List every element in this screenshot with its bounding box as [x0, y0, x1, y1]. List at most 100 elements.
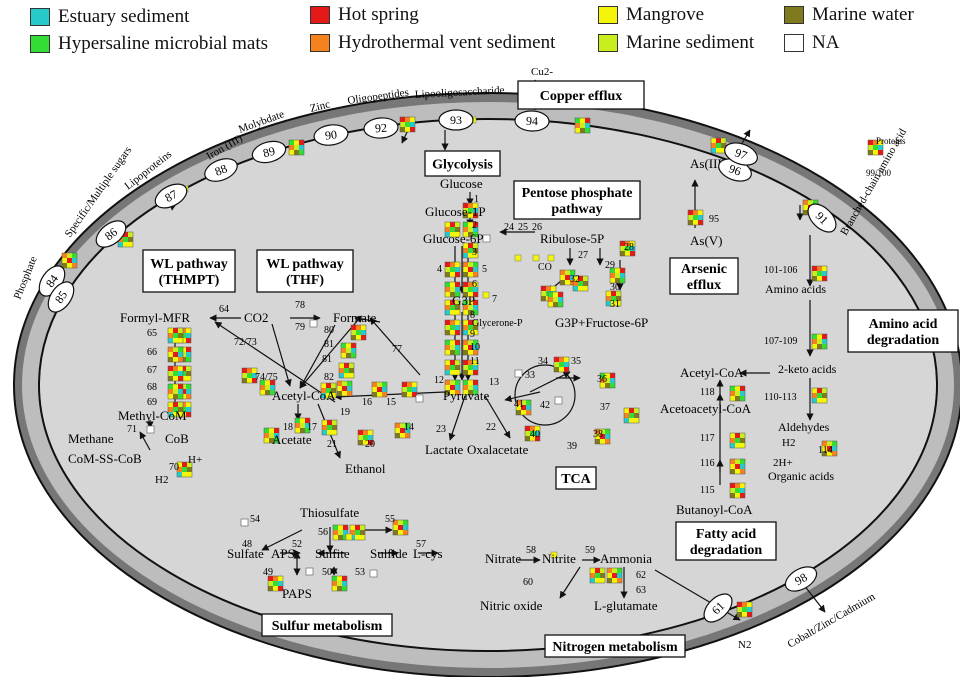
abundance-tile	[444, 281, 461, 298]
abundance-tile	[350, 324, 367, 341]
transporter-number: 88	[213, 161, 229, 178]
transporter-98: 98	[784, 566, 818, 592]
metabolite-methane: Methane	[68, 431, 114, 446]
transporter-number: 94	[526, 114, 538, 128]
abundance-tile	[515, 399, 532, 416]
step-7: 7	[492, 294, 497, 305]
step-64: 64	[219, 304, 229, 315]
abundance-tile	[444, 221, 461, 238]
legend-label: Estuary sediment	[58, 6, 190, 27]
step-35: 35	[571, 356, 581, 367]
abundance-tile	[336, 380, 353, 397]
abundance-tile	[524, 425, 541, 442]
abundance-tile	[811, 265, 828, 282]
step-66: 66	[147, 347, 157, 358]
metabolite-proteins: Proteins	[876, 136, 906, 146]
metabolite-paps: PAPS	[282, 586, 312, 601]
metabolite-thiosulfate: Thiosulfate	[300, 505, 359, 520]
reaction-arrow	[504, 391, 541, 403]
abundance-tile	[167, 346, 184, 363]
step-81: 81	[324, 339, 334, 350]
step-67: 67	[147, 365, 157, 376]
step-118: 118	[700, 387, 715, 398]
step-25: 25	[518, 222, 528, 233]
copper-efflux-box-label: Copper efflux	[540, 89, 623, 104]
metabolite-butanoyl: Butanoyl-CoA	[676, 502, 753, 517]
abundance-tile	[338, 362, 355, 379]
abundance-tile	[482, 291, 490, 299]
step-20: 20	[365, 439, 375, 450]
abundance-tile	[444, 339, 461, 356]
step-39: 39	[567, 441, 577, 452]
abundance-tile	[514, 254, 522, 262]
step-58: 58	[526, 545, 536, 556]
transporter-label: Phosphate	[12, 255, 40, 302]
transporter-97: 97	[724, 142, 758, 166]
metabolite-g3p: G3P	[452, 293, 475, 308]
reaction-arrow	[271, 323, 292, 387]
metabolite-h2b: H2	[782, 437, 795, 449]
legend-swatch	[598, 6, 618, 24]
abundance-tile	[729, 432, 746, 449]
step-82: 82	[324, 372, 334, 383]
step-69: 69	[147, 397, 157, 408]
abundance-tile	[729, 385, 746, 402]
transporter-85: 85	[47, 281, 75, 313]
wl-thmpt-box-label: WL pathway(THMPT)	[150, 257, 227, 288]
metabolite-organic: Organic acids	[768, 469, 834, 483]
metabolite-glucose: Glucose	[440, 176, 483, 191]
legend-swatch	[784, 6, 804, 24]
abundance-tile	[589, 567, 606, 584]
reaction-arrow	[214, 321, 336, 403]
step-68: 68	[147, 382, 157, 393]
nitrogen-metabolism-box-label: Nitrogen metabolism	[552, 640, 678, 655]
nitrogen-metabolism-box: Nitrogen metabolism	[544, 634, 686, 658]
abundance-tile	[309, 319, 318, 328]
legend-label: Hydrothermal vent sediment	[338, 32, 556, 53]
transporter-label: Cu2-	[531, 66, 553, 78]
transporter-label: Zinc	[309, 98, 332, 115]
legend-swatch	[30, 35, 50, 53]
metabolite-acetylcoa2: Acetyl-CoA	[680, 365, 744, 380]
abundance-tile	[288, 139, 305, 156]
abundance-tile	[267, 575, 284, 592]
legend-item: Marine water	[784, 4, 914, 26]
step-79: 79	[295, 322, 305, 333]
step-30: 30	[610, 282, 620, 293]
abundance-tile	[462, 299, 479, 316]
step-6: 6	[472, 279, 477, 290]
step-53: 53	[355, 567, 365, 578]
metabolite-ribulose5p: Ribulose-5P	[540, 231, 604, 246]
abundance-tile	[462, 261, 479, 278]
transporter-92: 92	[363, 117, 399, 139]
reaction-arrow	[334, 391, 446, 401]
transporter-61: 61	[703, 593, 733, 623]
abundance-tile	[710, 137, 727, 154]
metabolite-asv: As(V)	[690, 233, 723, 248]
abundance-tile	[241, 367, 258, 384]
abundance-tile	[392, 519, 409, 536]
step-19: 19	[340, 407, 350, 418]
transporter-label: Lipooligosaccharide	[415, 84, 505, 101]
step-114: 114	[818, 445, 833, 456]
step-110: 110-113	[764, 392, 797, 403]
metabolite-g3pf6p: G3P+Fructose-6P	[555, 315, 648, 330]
legend-label: Hot spring	[338, 4, 419, 25]
step-62: 62	[636, 570, 646, 581]
metabolite-acetylcoa: Acetyl-CoA	[272, 388, 336, 403]
abundance-tile	[594, 428, 611, 445]
step-77: 77	[392, 344, 402, 355]
metabolite-asiii: As(III)	[690, 156, 726, 171]
abundance-tile	[462, 281, 479, 298]
step-18: 18	[283, 422, 293, 433]
step-34: 34	[538, 356, 548, 367]
metabolite-aminoacids: Amino acids	[765, 282, 826, 296]
transporter-label: N2	[738, 639, 751, 651]
step-59: 59	[585, 545, 595, 556]
